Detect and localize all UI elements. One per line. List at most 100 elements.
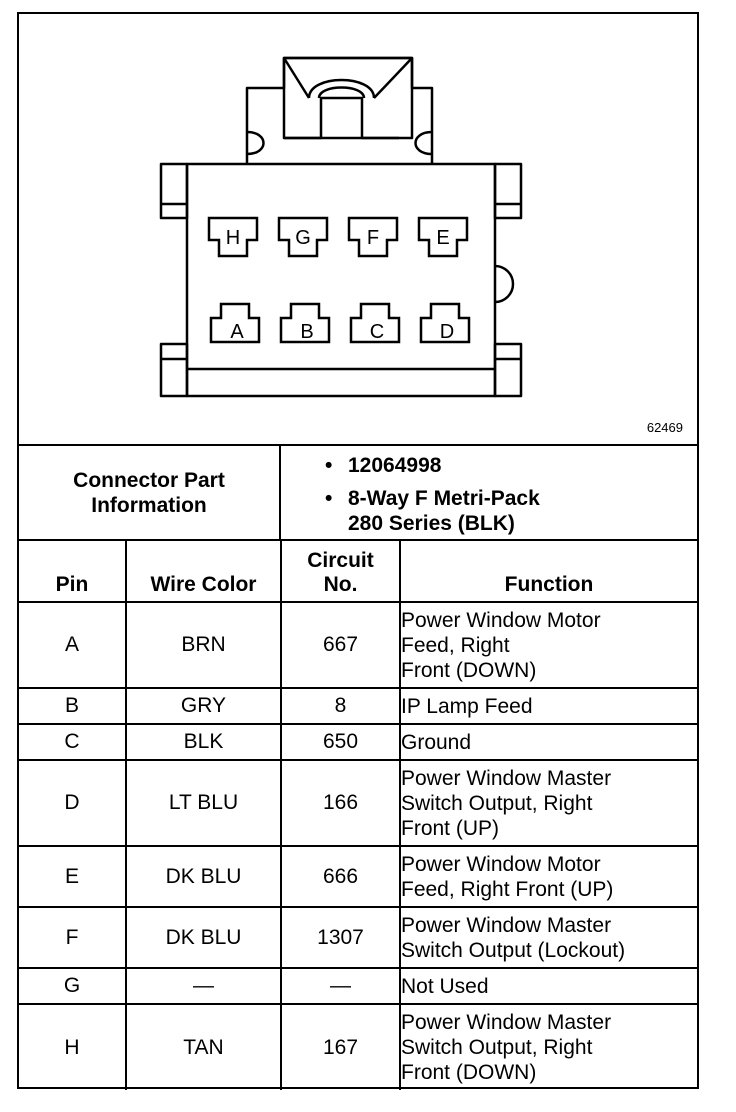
function-line: Feed, Right Front (UP) [401, 877, 614, 901]
header-circuit-line: No. [323, 573, 358, 596]
pin-cavity-h: H [207, 216, 259, 258]
connector-drawing: H G F E A [159, 56, 523, 398]
circuit-cell: 666 [280, 845, 401, 908]
connector-ear-right-top [493, 162, 523, 220]
pin-label-c: C [370, 321, 384, 343]
bullet-icon: • [325, 487, 333, 510]
connector-diagram: H G F E A [19, 14, 697, 444]
wire-color-cell: BLK [125, 723, 282, 761]
pin-cavity-g: G [277, 216, 329, 258]
wire-color-cell: GRY [125, 687, 282, 725]
header-circuit-line: Circuit [307, 549, 374, 572]
function-cell: Not Used [399, 967, 697, 1005]
pin-label-b: B [300, 321, 313, 343]
connector-description-item: • 8-Way F Metri-Pack 280 Series (BLK) [281, 486, 697, 536]
part-number-item: • 12064998 [281, 453, 697, 478]
pin-cavity-b: B [279, 302, 331, 344]
pin-cell: B [19, 687, 127, 725]
pin-cell: H [19, 1003, 127, 1090]
pin-cavity-a: A [209, 302, 261, 344]
connector-description-line: 280 Series (BLK) [348, 512, 515, 535]
function-line: Switch Output, Right [401, 791, 593, 815]
pin-table-header: Pin Wire Color Circuit No. Function [19, 541, 697, 603]
wire-color-cell: — [125, 967, 282, 1005]
header-pin: Pin [19, 541, 127, 603]
figure-id: 62469 [646, 420, 683, 435]
wire-color-cell: DK BLU [125, 845, 282, 908]
connector-info-label-line: Information [91, 493, 207, 517]
connector-info-label-line: Connector Part [73, 468, 225, 492]
pin-cavity-c: C [349, 302, 401, 344]
connector-latch [282, 56, 414, 140]
function-line: Ground [401, 730, 472, 754]
part-number: 12064998 [348, 454, 442, 477]
circuit-cell: 667 [280, 601, 401, 689]
connector-ear-left-bottom [159, 342, 189, 398]
connector-ear-left-top [159, 162, 189, 220]
connector-info-label: Connector Part Information [19, 446, 281, 539]
function-line: Front (DOWN) [401, 658, 537, 682]
pin-cell: G [19, 967, 127, 1005]
pin-cavity-f: F [347, 216, 399, 258]
header-circuit: Circuit No. [280, 541, 401, 603]
circuit-cell: 166 [280, 759, 401, 847]
circuit-cell: 167 [280, 1003, 401, 1090]
circuit-cell: — [280, 967, 401, 1005]
circuit-cell: 650 [280, 723, 401, 761]
function-cell: Ground [399, 723, 697, 761]
pin-cell: E [19, 845, 127, 908]
function-line: Front (UP) [401, 816, 500, 840]
function-line: Power Window Motor [401, 852, 601, 876]
pin-label-g: G [295, 227, 311, 249]
function-line: Power Window Master [401, 913, 612, 937]
pin-row: G——Not Used [19, 967, 697, 1005]
function-line: Power Window Master [401, 1011, 612, 1034]
pin-cell: F [19, 906, 127, 969]
function-line: Power Window Master [401, 766, 612, 790]
circuit-cell: 1307 [280, 906, 401, 969]
function-line: Feed, Right [401, 633, 510, 657]
connector-side-bump [494, 264, 515, 304]
pin-cavity-d: D [419, 302, 471, 344]
pin-label-e: E [436, 227, 449, 249]
function-line: Power Window Motor [401, 608, 601, 632]
wire-color-cell: BRN [125, 601, 282, 689]
function-line: Switch Output, Right [401, 1036, 593, 1059]
pin-label-f: F [367, 227, 379, 249]
pin-cell: D [19, 759, 127, 847]
header-wire-color: Wire Color [125, 541, 282, 603]
function-line: IP Lamp Feed [401, 694, 533, 718]
function-line: Front (DOWN) [401, 1061, 537, 1084]
pin-cell: A [19, 601, 127, 689]
wire-color-cell: TAN [125, 1003, 282, 1090]
connector-info-row: Connector Part Information • 12064998 • … [19, 444, 697, 541]
pin-label-a: A [230, 321, 244, 343]
bullet-icon: • [325, 454, 333, 477]
function-line: Switch Output (Lockout) [401, 938, 626, 962]
connector-body [185, 162, 497, 398]
pin-cell: C [19, 723, 127, 761]
pin-cavity-e: E [417, 216, 469, 258]
pin-label-d: D [440, 321, 454, 343]
wire-color-cell: LT BLU [125, 759, 282, 847]
wire-color-cell: DK BLU [125, 906, 282, 969]
connector-info-list: • 12064998 • 8-Way F Metri-Pack 280 Seri… [281, 446, 697, 539]
function-line: Not Used [401, 974, 489, 998]
connector-description-line: 8-Way F Metri-Pack [348, 487, 540, 510]
pin-label-h: H [226, 227, 240, 249]
connector-ear-right-bottom [493, 342, 523, 398]
